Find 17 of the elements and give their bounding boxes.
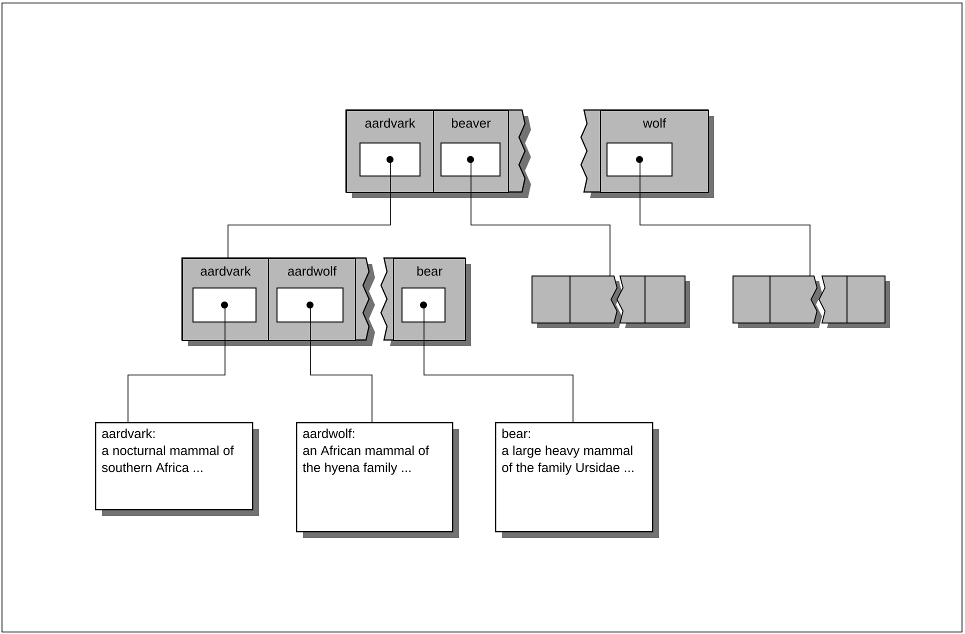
definition-box: aardvark: a nocturnal mammal of southern Africa ... <box>95 422 259 516</box>
entry-cell: aardvark <box>346 110 434 193</box>
connector-line <box>228 160 391 258</box>
entry-cell: aardvark <box>182 258 269 341</box>
connector-line <box>424 306 574 422</box>
entry-cell: aardwolf <box>268 258 356 341</box>
connector-line <box>470 160 610 276</box>
page-block <box>532 276 622 328</box>
entry-cell: beaver <box>433 110 509 193</box>
definition-box: aardwolf: an African mammal of the hyena family ... <box>296 422 459 538</box>
entry-cell: wolf <box>600 110 710 193</box>
connector-line <box>310 306 372 422</box>
entry-cell: bear <box>393 258 466 341</box>
page-block <box>732 276 822 328</box>
connector-line <box>128 306 226 422</box>
connector-line <box>640 160 810 276</box>
definition-box: bear: a large heavy mammal of the family Ursidae ... <box>495 422 659 538</box>
